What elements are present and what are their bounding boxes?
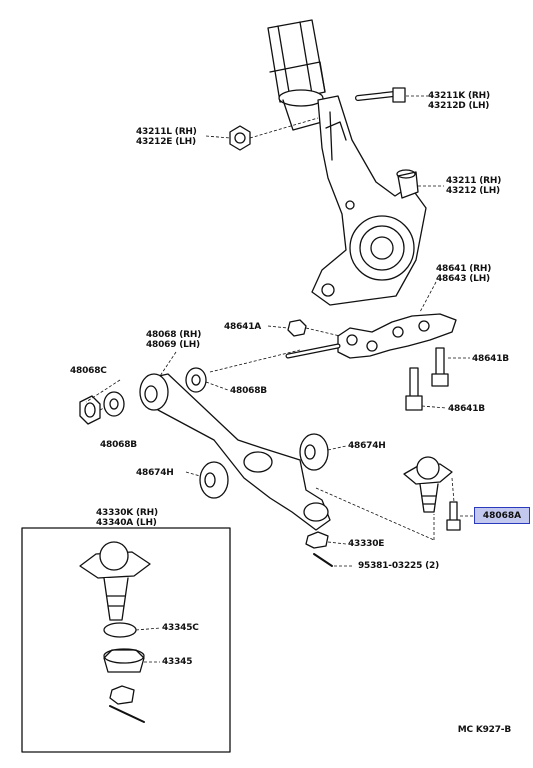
part-number-43340a[interactable]: 43340A (LH) [96,518,157,528]
part-label-43211k[interactable]: 43211K (RH) 43212D (LH) [428,91,490,111]
part-label-48068[interactable]: 48068 (RH) 48069 (LH) [146,330,201,350]
part-number-43212e[interactable]: 43212E (LH) [136,137,196,147]
part-number-48069[interactable]: 48069 (LH) [146,340,200,350]
cotter-pin-drawing [313,553,333,567]
part-label-48674h-right[interactable]: 48674H [348,441,386,451]
diagram-code: MC K927-B [457,725,511,735]
inset-frame [21,527,231,753]
part-label-48641[interactable]: 48641 (RH) 48643 (LH) [436,264,491,284]
nut-48641a-drawing [287,319,307,337]
strut-drawing [267,19,326,131]
part-number-43211k[interactable]: 43211K (RH) [428,91,490,101]
part-label-48068c[interactable]: 48068C [70,366,107,376]
part-label-95381[interactable]: 95381-03225 (2) [358,561,439,571]
part-label-43345c[interactable]: 43345C [162,623,199,633]
inset-ball-joint-drawing [79,541,151,723]
part-label-43330e[interactable]: 43330E [348,539,385,549]
part-label-43330k[interactable]: 43330K (RH) 43340A (LH) [96,508,158,528]
part-label-43211[interactable]: 43211 (RH) 43212 (LH) [446,176,501,196]
part-label-48068b-top[interactable]: 48068B [230,386,267,396]
part-number-48643[interactable]: 48643 (LH) [436,274,490,284]
part-number-48068[interactable]: 48068 (RH) [146,330,202,340]
bolt-48641b-drawing [405,347,449,411]
camber-nut-drawing [229,125,251,151]
bolt-48068a-drawing [446,501,461,531]
camber-bolt-drawing [355,87,406,103]
part-number-43212[interactable]: 43212 (LH) [446,186,500,196]
part-number-43330k[interactable]: 43330K (RH) [96,508,158,518]
part-label-48641b-bottom[interactable]: 48641B [448,404,485,414]
part-label-48068b-left[interactable]: 48068B [100,440,137,450]
washer-48068b-drawing [103,367,207,417]
bushing-48068c-drawing [79,395,101,425]
part-label-48641a[interactable]: 48641A [224,322,262,332]
part-number-43212d[interactable]: 43212D (LH) [428,101,490,111]
bushing-48674h-drawing [199,433,329,499]
nut-43330e-drawing [305,531,329,549]
part-label-48641b-top[interactable]: 48641B [472,354,509,364]
part-number-43211[interactable]: 43211 (RH) [446,176,502,186]
lower-arm-drawing [139,373,331,531]
stabilizer-bracket-drawing [285,313,457,359]
part-label-43345[interactable]: 43345 [162,657,193,667]
part-label-43211l[interactable]: 43211L (RH) 43212E (LH) [136,127,197,147]
part-label-48674h-left[interactable]: 48674H [136,468,174,478]
knuckle-drawing [311,95,427,306]
part-number-43211l[interactable]: 43211L (RH) [136,127,197,137]
ball-joint-drawing [403,456,453,513]
part-number-48641[interactable]: 48641 (RH) [436,264,492,274]
part-label-48068a-highlighted[interactable]: 48068A [474,507,530,524]
